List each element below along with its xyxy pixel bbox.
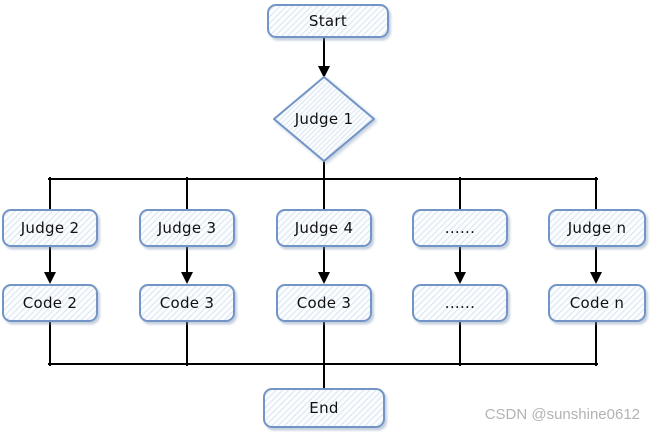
- code-node-2: Code 3: [139, 284, 235, 322]
- decision-diamond: [273, 76, 375, 162]
- code-node-3: Code 3: [276, 284, 372, 322]
- judge-node-n: Judge n: [548, 209, 646, 247]
- watermark-text: CSDN @sunshine0612: [484, 406, 640, 423]
- flow-arrowheads: [44, 66, 602, 284]
- judge-node-ellipsis: ......: [412, 209, 508, 247]
- start-node: Start: [267, 4, 389, 38]
- flow-lines: [48, 37, 598, 389]
- judge-node-2: Judge 3: [139, 209, 235, 247]
- code-node-n: Code n: [548, 284, 646, 322]
- judge-node-3: Judge 4: [276, 209, 372, 247]
- code-node-1: Code 2: [2, 284, 98, 322]
- end-node: End: [263, 388, 385, 428]
- judge-node-1: Judge 2: [2, 209, 98, 247]
- code-node-ellipsis: ......: [412, 284, 508, 322]
